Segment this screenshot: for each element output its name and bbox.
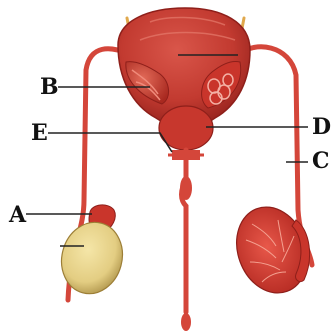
left-testis	[54, 215, 131, 300]
label-d: D	[312, 116, 331, 138]
urethra	[182, 150, 187, 312]
label-a: A	[9, 204, 26, 226]
urethra-bulb	[180, 176, 192, 200]
label-c: C	[312, 150, 330, 172]
label-e: E	[31, 122, 48, 144]
glans	[181, 313, 191, 331]
label-b: B	[40, 76, 59, 98]
